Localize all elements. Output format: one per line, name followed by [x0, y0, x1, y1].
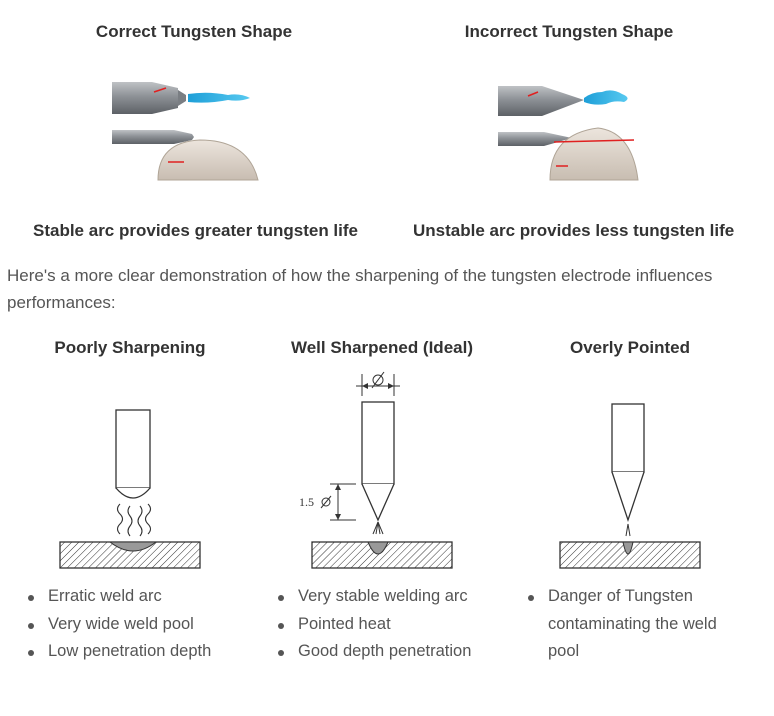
pointed-tip: [361, 483, 395, 522]
electrode-point: [544, 132, 572, 146]
poorly-sharpening-title: Poorly Sharpening: [54, 338, 206, 357]
overly-pointed-title: Overly Pointed: [570, 338, 690, 357]
torch-cone: [152, 82, 178, 114]
well-sharpened-title: Well Sharpened (Ideal): [290, 338, 473, 357]
blunt-tip: [115, 487, 151, 499]
narrow-weld-pool: [622, 541, 634, 555]
list-item: Very stable welding arc: [278, 583, 508, 611]
diameter-symbol: [372, 374, 384, 386]
poorly-sharpening-list: Erratic weld arc Very wide weld pool Low…: [28, 583, 248, 666]
electrode: [115, 409, 151, 489]
overly-pointed-diagram: [559, 403, 701, 569]
deep-weld-pool: [367, 541, 389, 555]
electrode-rod: [112, 130, 174, 144]
well-sharpened-list: Very stable welding arc Pointed heat Goo…: [278, 583, 508, 666]
grinding-wheel: [549, 127, 639, 181]
torch-body: [498, 86, 542, 116]
long-pointed-tip: [542, 86, 584, 116]
overly-pointed-list: Danger of Tungsten contaminating the wel…: [528, 583, 733, 666]
electrode: [611, 403, 645, 473]
wide-weld-pool: [108, 541, 158, 552]
correct-tungsten-illustration: [112, 82, 259, 181]
torch-body: [112, 82, 152, 114]
list-item: Erratic weld arc: [28, 583, 248, 611]
intro-paragraph: Here's a more clear demonstration of how…: [7, 266, 713, 312]
electrode-rod: [498, 132, 544, 146]
list-item: Pointed heat: [278, 611, 508, 639]
electrode: [361, 401, 395, 485]
list-item: Good depth penetration: [278, 638, 508, 666]
grinding-wheel: [157, 139, 259, 181]
incorrect-tungsten-illustration: [498, 86, 639, 181]
list-item: Very wide weld pool: [28, 611, 248, 639]
correct-shape-title: Correct Tungsten Shape: [95, 22, 293, 41]
electrode-point: [174, 130, 194, 144]
blue-arc: [188, 92, 250, 103]
incorrect-caption: Unstable arc provides less tungsten life: [413, 221, 735, 240]
dimension-label: 1.5: [299, 495, 314, 509]
correct-caption: Stable arc provides greater tungsten lif…: [33, 221, 358, 240]
poorly-sharpened-diagram: [59, 409, 201, 569]
well-sharpened-diagram: 1.5: [299, 371, 453, 569]
sharp-tip: [611, 471, 645, 523]
incorrect-shape-title: Incorrect Tungsten Shape: [464, 22, 674, 41]
tungsten-tip: [178, 90, 186, 106]
erratic-blue-arc: [584, 90, 628, 105]
list-item: Low penetration depth: [28, 638, 248, 666]
list-item: Danger of Tungsten contaminating the wel…: [528, 583, 733, 666]
